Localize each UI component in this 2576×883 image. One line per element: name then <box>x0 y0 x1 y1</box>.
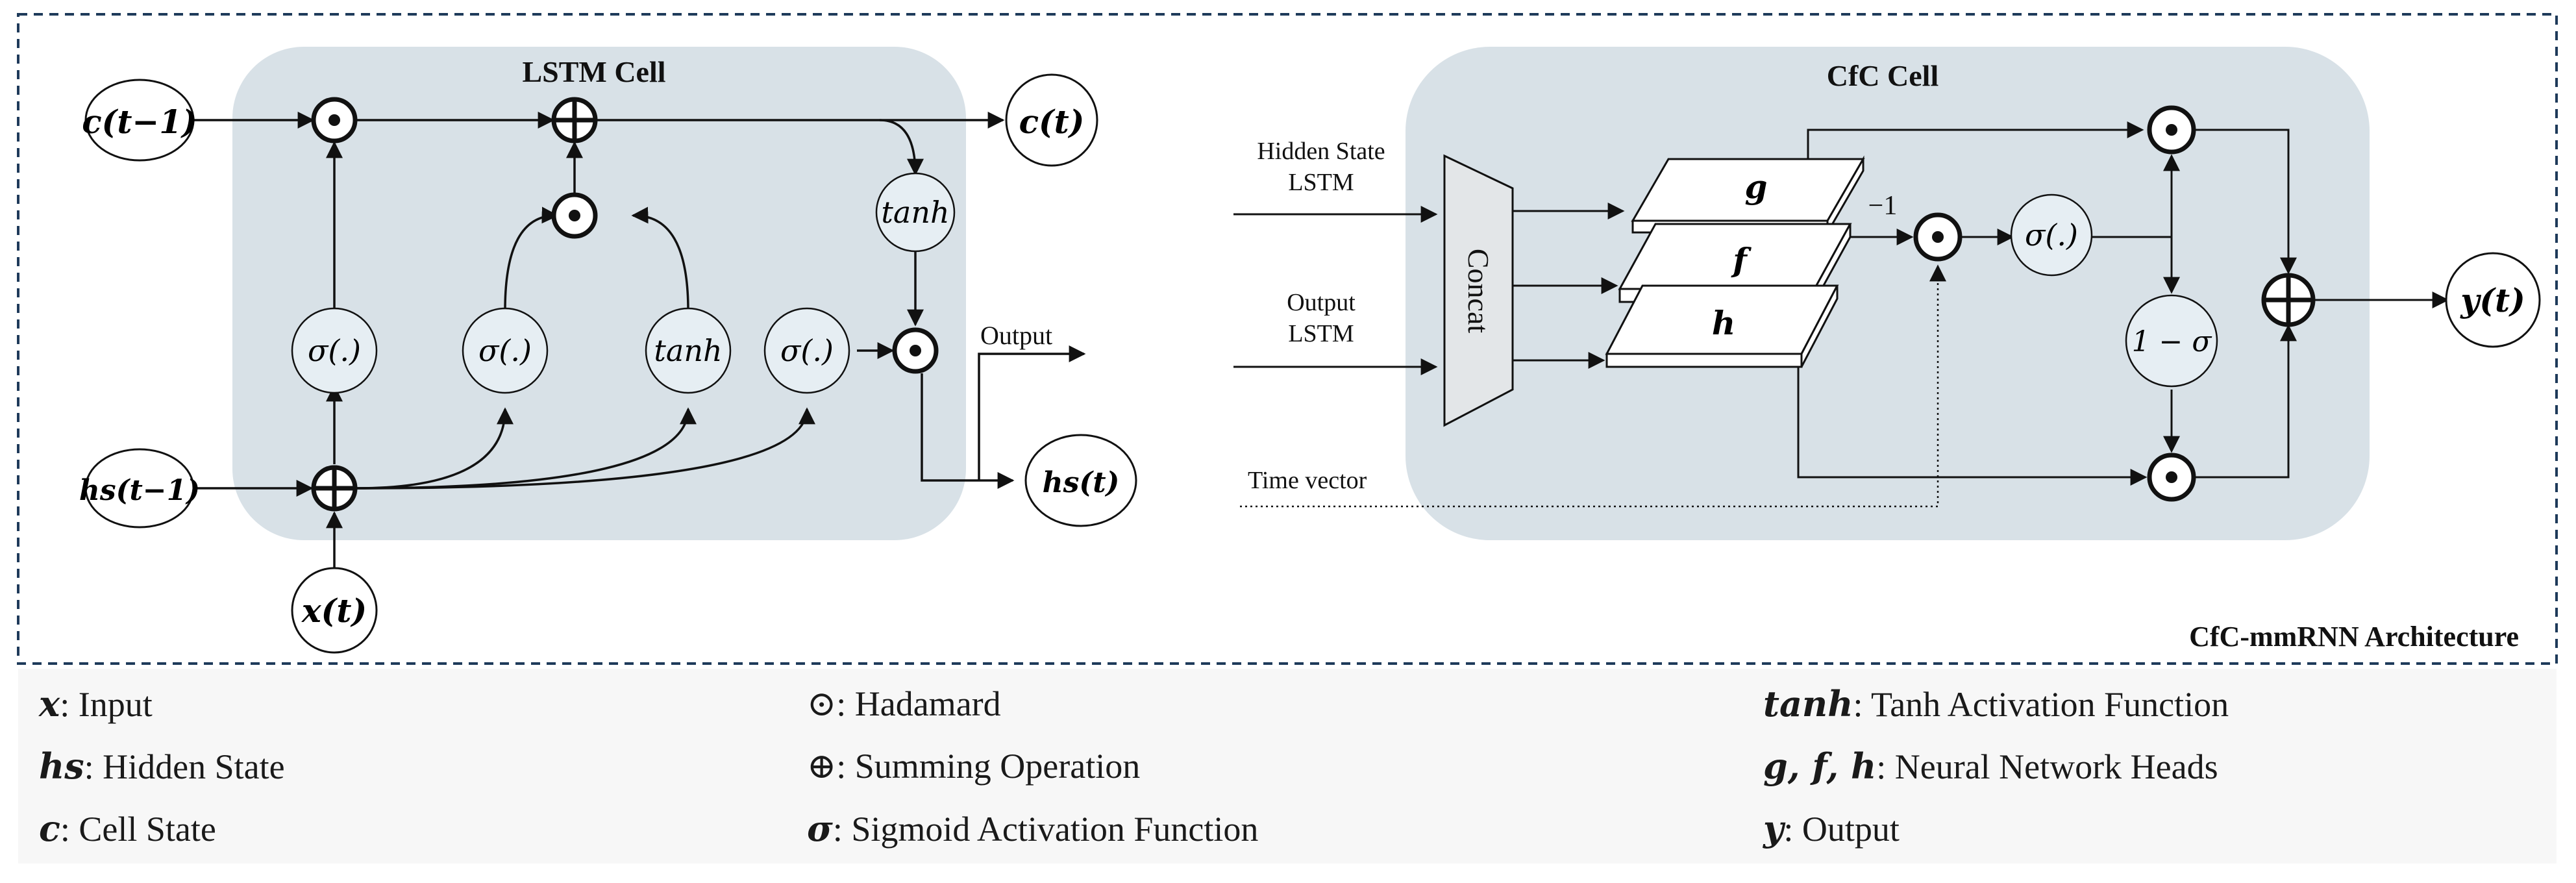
legend-item: c: Cell State <box>39 808 216 849</box>
lstm-node-c-prev: c(t−1) <box>82 79 197 162</box>
legend-item: σ: Sigmoid Activation Function <box>807 808 1258 849</box>
lstm-output-label: Output <box>980 321 1052 350</box>
hadamard-icon <box>892 327 939 374</box>
lstm-forget-gate-sigmoid: σ(.) <box>291 307 378 394</box>
hidden-state-lstm-label-line1: Hidden State <box>1257 138 1385 165</box>
head-h-label: h <box>1712 304 1735 342</box>
legend-symbol: x <box>39 683 60 725</box>
cfc-cell-title: CfC Cell <box>1827 59 1938 92</box>
head-h: h <box>1605 284 1839 368</box>
legend-symbol: g, f, h <box>1763 745 1877 787</box>
h-prev-label: hs(t−1) <box>79 474 200 507</box>
tanh-label: tanh <box>654 333 722 368</box>
cfc-output-node: y(t) <box>2445 252 2541 348</box>
one-minus-sigma-label: 1 − σ <box>2132 325 2213 358</box>
legend-text: : Summing Operation <box>836 747 1141 786</box>
concat-label: Concat <box>1462 249 1495 334</box>
y-output-label: y(t) <box>2460 281 2525 319</box>
legend-symbol: hs <box>39 745 84 787</box>
architecture-frame <box>17 13 2558 665</box>
output-lstm-label-line1: Output <box>1287 289 1356 316</box>
legend-item: y: Output <box>1763 808 1900 849</box>
lstm-cell-background <box>232 47 966 540</box>
minus-one-label: −1 <box>1868 191 1898 221</box>
sigmoid-label: σ(.) <box>780 333 834 368</box>
lstm-input-tanh: tanh <box>645 307 732 394</box>
lstm-node-c-next: c(t) <box>1005 73 1098 167</box>
c-next-label: c(t) <box>1019 103 1085 141</box>
legend-symbol: σ <box>807 808 833 849</box>
hadamard-icon <box>1913 212 1963 262</box>
time-vector-line <box>1240 264 1946 508</box>
sigmoid-label: σ(.) <box>478 333 532 368</box>
cfc-cell-background <box>1406 47 2370 540</box>
lstm-output-gate-sigmoid: σ(.) <box>763 307 850 394</box>
legend-text: : Input <box>60 685 153 724</box>
tanh-label: tanh <box>881 195 949 230</box>
legend-item: x: Input <box>39 683 153 725</box>
hadamard-icon <box>311 97 358 143</box>
concat-block: Concat <box>1443 154 1514 427</box>
time-vector-label: Time vector <box>1248 467 1367 494</box>
sum-icon: ⊕ <box>807 745 837 786</box>
legend-text: : Output <box>1783 810 1900 849</box>
lstm-cell-title: LSTM Cell <box>522 55 665 88</box>
cfc-sigmoid: σ(.) <box>2010 193 2093 277</box>
cfc-connections <box>1233 121 2449 486</box>
lstm-node-h-next: hs(t) <box>1024 434 1137 527</box>
hadamard-icon <box>2147 105 2196 155</box>
sum-icon <box>551 97 598 143</box>
legend-text: : Cell State <box>60 810 216 849</box>
sum-icon <box>311 465 358 512</box>
head-g-label: g <box>1745 168 1768 206</box>
lstm-input-gate-sigmoid: σ(.) <box>462 307 549 394</box>
h-next-label: hs(t) <box>1043 466 1120 499</box>
legend-item: ⊕: Summing Operation <box>807 745 1140 786</box>
head-g: g <box>1631 155 1865 236</box>
legend-panel: x: Input hs: Hidden State c: Cell State … <box>18 669 2557 864</box>
legend-text: : Sigmoid Activation Function <box>832 810 1259 849</box>
legend-text: : Neural Network Heads <box>1876 747 2218 786</box>
legend-text: : Hidden State <box>84 747 285 786</box>
lstm-cell-tanh: tanh <box>875 172 956 253</box>
c-prev-label: c(t−1) <box>82 103 197 141</box>
legend-symbol: y <box>1763 808 1784 849</box>
hidden-state-lstm-label-line2: LSTM <box>1288 169 1354 196</box>
hadamard-icon <box>551 192 598 239</box>
legend-item: hs: Hidden State <box>39 745 285 787</box>
legend-symbol: tanh <box>1763 683 1853 725</box>
cfc-one-minus-sigma: 1 − σ <box>2125 294 2218 388</box>
lstm-connections <box>193 112 1086 588</box>
sigmoid-label: σ(.) <box>2025 218 2078 253</box>
hadamard-icon: ⊙ <box>807 683 837 724</box>
sum-icon <box>2261 273 2316 327</box>
legend-item: tanh: Tanh Activation Function <box>1763 683 2229 725</box>
x-input-label: x(t) <box>301 591 367 630</box>
legend-text: : Tanh Activation Function <box>1853 685 2229 724</box>
legend-text: : Hadamard <box>836 684 1001 723</box>
sigmoid-label: σ(.) <box>308 333 361 368</box>
lstm-node-h-prev: hs(t−1) <box>79 448 200 529</box>
legend-item: g, f, h: Neural Network Heads <box>1763 745 2218 787</box>
legend-item: ⊙: Hadamard <box>807 683 1001 724</box>
output-lstm-label-line2: LSTM <box>1288 320 1354 347</box>
architecture-title: CfC-mmRNN Architecture <box>2189 621 2519 653</box>
hadamard-icon <box>2147 453 2196 502</box>
legend-symbol: c <box>39 808 60 849</box>
lstm-node-x-input: x(t) <box>291 567 378 654</box>
